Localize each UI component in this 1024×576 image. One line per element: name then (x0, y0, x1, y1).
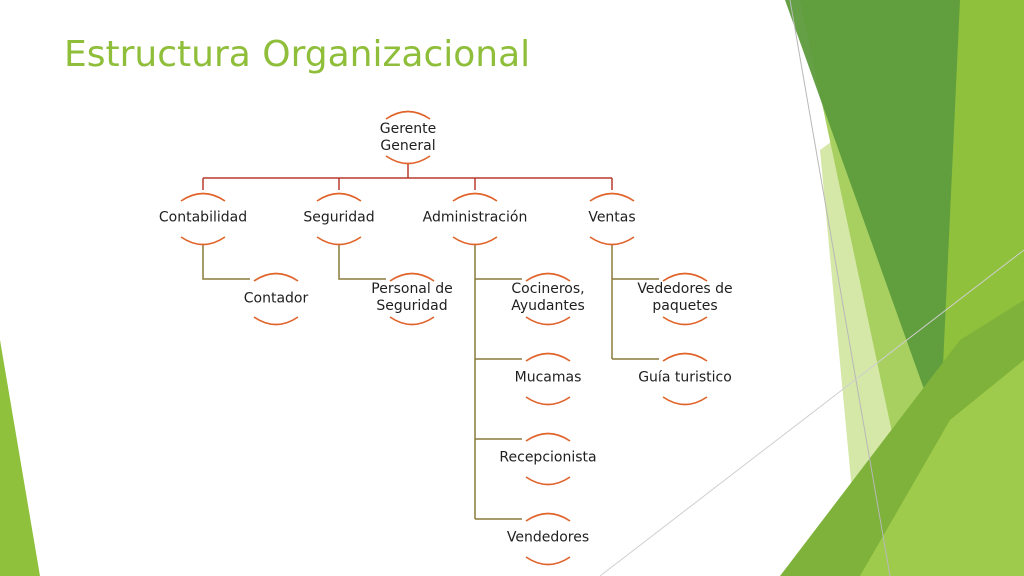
deco-line-1 (789, 0, 891, 576)
node-contabilidad: Contabilidad (158, 209, 248, 226)
node-arcs (180, 110, 708, 566)
node-vededores-paquetes: Vededores de paquetes (637, 281, 733, 314)
slide-title: Estructura Organizacional (64, 34, 531, 75)
node-vendedores: Vendedores (506, 529, 590, 546)
node-administracion: Administración (422, 209, 528, 226)
node-recepcionista: Recepcionista (499, 449, 597, 466)
node-ventas: Ventas (588, 209, 636, 226)
deco-green-bottom-light (860, 360, 1024, 576)
node-cocineros: Cocineros, Ayudantes (511, 281, 585, 314)
top-connectors (202, 163, 613, 190)
sub-connectors (202, 245, 659, 520)
deco-line-2 (599, 249, 1024, 576)
node-contador: Contador (243, 290, 309, 307)
node-personal-seguridad: Personal de Seguridad (371, 281, 453, 314)
deco-green-left (0, 340, 40, 576)
node-guia-turistico: Guía turistico (638, 369, 732, 386)
node-mucamas: Mucamas (514, 369, 582, 386)
node-gerente-general: Gerente General (379, 121, 437, 154)
node-seguridad: Seguridad (303, 209, 375, 226)
